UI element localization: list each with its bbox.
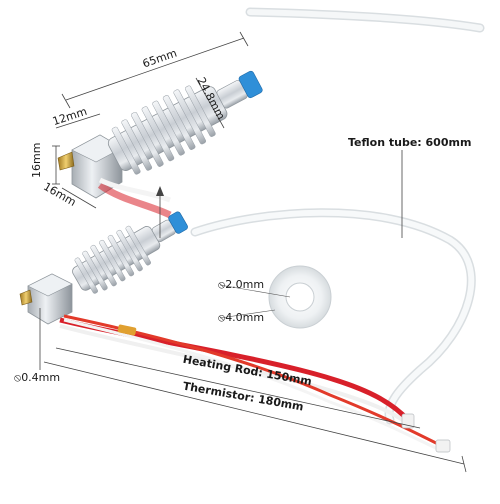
hotend-full [19,211,451,453]
block-height-label: 16mm [30,142,43,178]
diameter-symbol-icon: ⦸ [14,371,22,384]
tube-cross-section [219,265,332,329]
outer-diameter-label: ⦸4.0mm [218,311,265,324]
diameter-symbol-icon: ⦸ [218,278,226,291]
teflon-tube-label: Teflon tube: 600mm [348,136,472,149]
diameter-symbol-icon: ⦸ [218,311,226,324]
inner-diameter-label: ⦸2.0mm [218,278,265,291]
teflon-tube [190,7,485,425]
hotend-closeup [57,70,263,219]
dimension-lines [39,31,467,473]
nozzle-diameter-label: ⦸0.4mm [14,371,61,384]
